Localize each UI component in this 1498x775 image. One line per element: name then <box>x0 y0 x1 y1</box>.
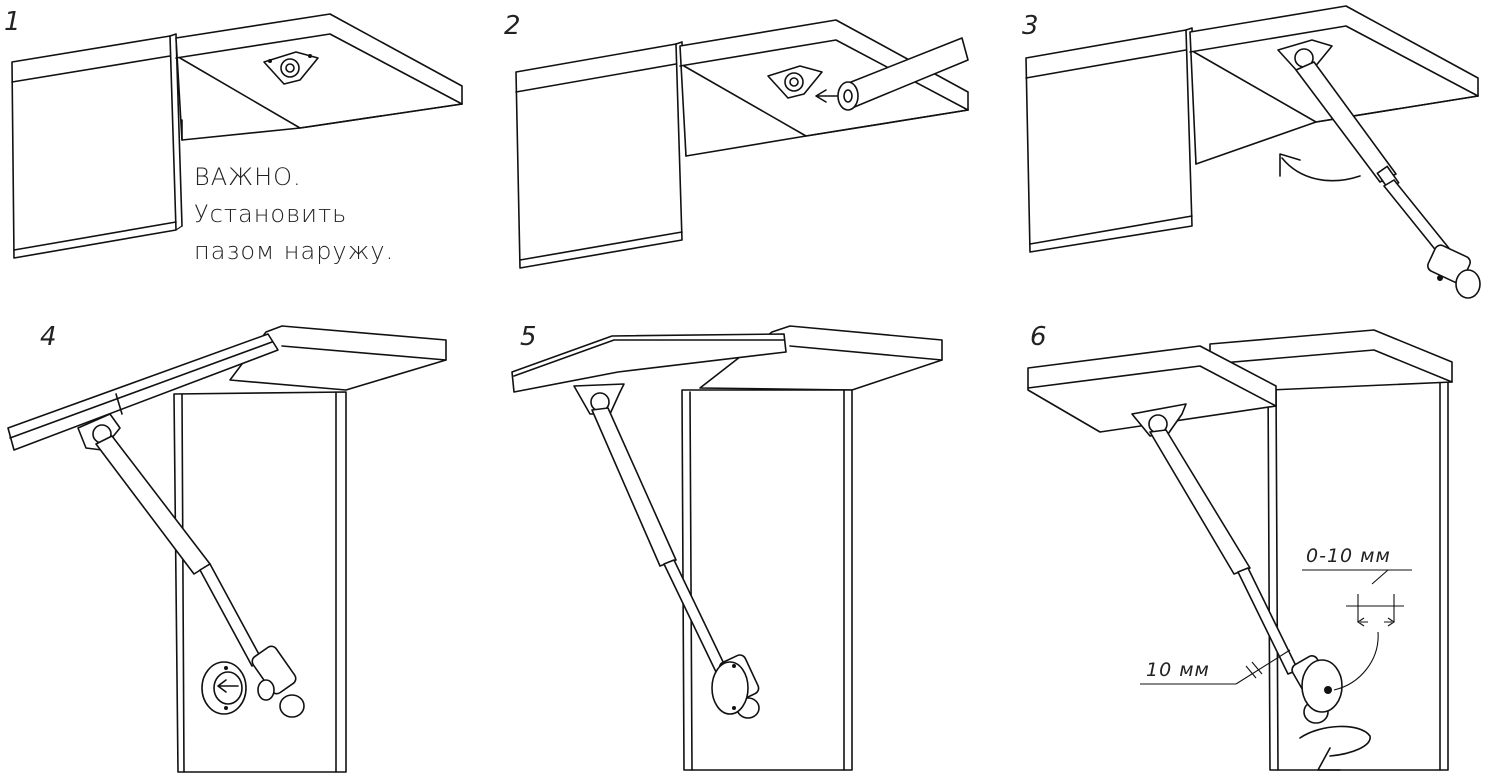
step-3-panel: 3 <box>1022 5 1481 299</box>
bracket-icon <box>263 51 319 85</box>
door-panel <box>7 333 279 451</box>
gas-strut-icon <box>837 37 969 111</box>
door-panel <box>1027 345 1277 433</box>
bracket-icon <box>573 383 625 415</box>
dimension-adjust-label: 0-10 мм <box>1306 545 1391 567</box>
step-5-panel: 5 <box>511 322 943 771</box>
door-panel <box>511 333 787 393</box>
step-3-number: 3 <box>1022 11 1039 41</box>
bracket-icon <box>1277 39 1333 73</box>
round-mount-icon <box>711 661 749 715</box>
step-4-number: 4 <box>40 322 57 352</box>
step-4-panel: 4 <box>7 322 447 773</box>
cabinet-side-panel <box>11 33 183 259</box>
cabinet-side-panel <box>515 41 687 269</box>
step-5-number: 5 <box>520 322 537 352</box>
step-6-number: 6 <box>1030 322 1047 352</box>
cabinet-top-panel <box>229 325 447 391</box>
gas-strut-icon <box>95 435 305 718</box>
arrow-icon <box>815 89 839 103</box>
step-6-panel: 6 <box>1027 322 1453 771</box>
cabinet-side-panel <box>1025 27 1197 253</box>
important-note: ВАЖНО. Установить пазом наружу. <box>194 163 394 265</box>
cabinet-top-panel <box>1189 5 1479 165</box>
gas-strut-icon <box>1295 61 1481 299</box>
dimension-adjust: 0-10 мм <box>1302 545 1412 691</box>
step-1-panel: 1 ВАЖНО. Установить пазом наружу. <box>4 7 463 265</box>
cabinet-side-panel <box>681 389 853 771</box>
round-mount-icon <box>201 661 275 715</box>
step-2-number: 2 <box>504 11 521 41</box>
cabinet-side-panel <box>173 391 347 773</box>
round-mount-icon <box>1301 659 1343 713</box>
cabinet-top-panel <box>175 13 463 141</box>
dimension-offset: 10 мм <box>1140 649 1291 685</box>
dimension-offset-label: 10 мм <box>1146 659 1210 681</box>
rotate-arrow-icon <box>1279 153 1361 182</box>
rotate-arrow-icon <box>1299 725 1371 771</box>
step-2-panel: 2 <box>504 11 969 269</box>
bracket-icon <box>767 65 823 99</box>
note-line-2: Установить <box>194 200 347 228</box>
note-line-3: пазом наружу. <box>194 237 394 265</box>
note-line-1: ВАЖНО. <box>194 163 302 191</box>
cabinet-side-panel <box>1267 379 1449 771</box>
cabinet-top-panel <box>679 19 969 157</box>
step-1-number: 1 <box>4 7 21 37</box>
